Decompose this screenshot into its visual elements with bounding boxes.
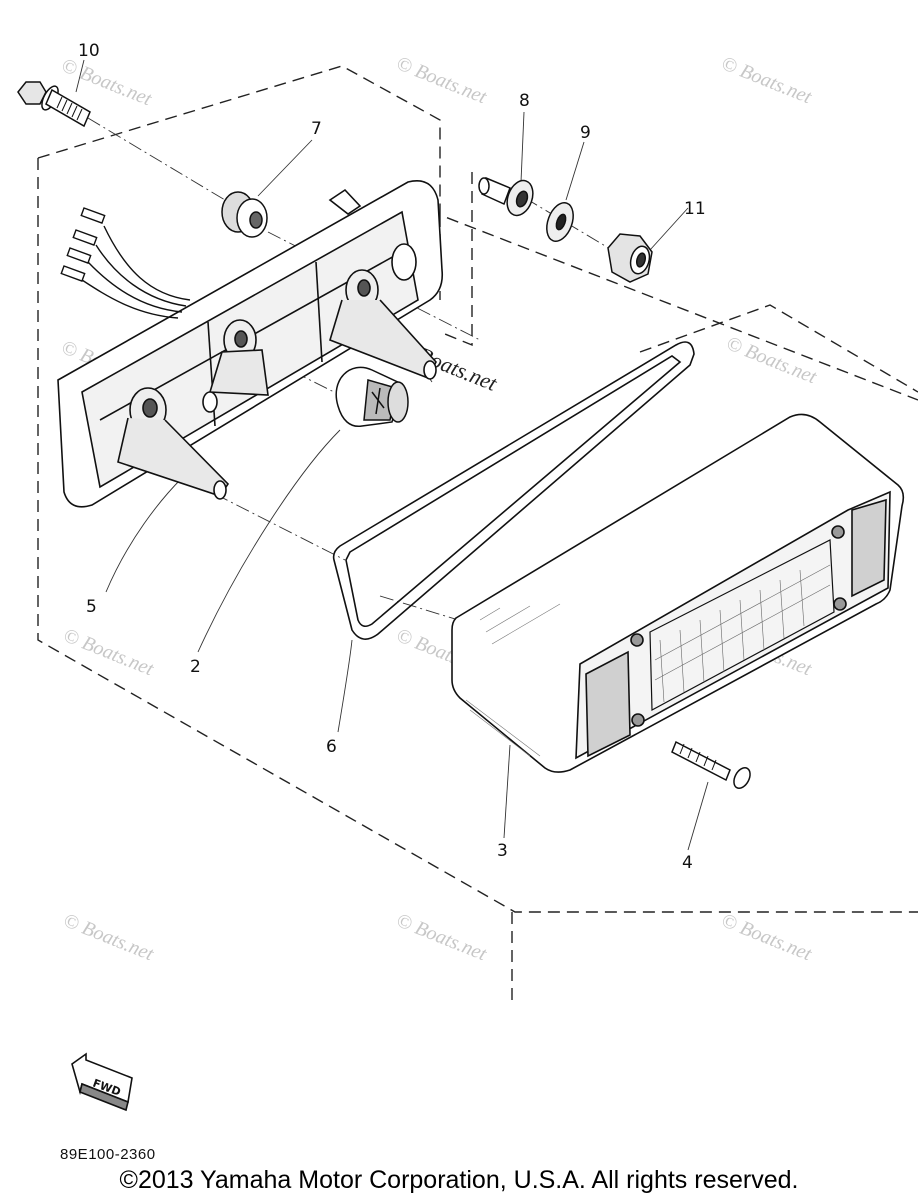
callout-number: 11	[684, 199, 706, 219]
callout-number: 5	[86, 597, 97, 617]
gasket-part-6	[332, 341, 695, 640]
callout-number: 10	[78, 41, 100, 61]
washer-part-9	[546, 202, 574, 242]
copyright-notice: ©2013 Yamaha Motor Corporation, U.S.A. A…	[119, 1166, 799, 1194]
watermark: © Boats.net	[393, 52, 490, 108]
callout-number: 9	[580, 123, 591, 143]
watermark: © Boats.net	[718, 909, 815, 965]
callout-number: 7	[311, 119, 322, 139]
callout-number: 3	[497, 841, 508, 861]
bulb-part-2	[335, 366, 409, 428]
callout-number: 6	[326, 737, 337, 757]
callout-number: 2	[190, 657, 201, 677]
lens-part-3	[451, 413, 905, 773]
callout-number: 8	[519, 91, 530, 111]
screw-part-4	[671, 740, 751, 790]
lamp-base-part-5	[57, 180, 444, 508]
nut-part-11	[607, 233, 653, 283]
watermark: © Boats.net	[718, 52, 815, 108]
wire-harness	[60, 207, 191, 319]
collar-part-8	[478, 176, 534, 217]
watermark: © Boats.net	[60, 624, 157, 680]
watermark: © Boats.net	[723, 332, 820, 388]
callout-layer: 10 7 8 9 11 5 2 6 3 4	[78, 41, 706, 873]
grommet-part-7	[221, 191, 268, 238]
forward-arrow-icon: FWD	[71, 1052, 133, 1112]
callout-number: 4	[682, 853, 693, 873]
diagram-code: 89E100-2360	[60, 1146, 156, 1163]
bolt-part-10	[17, 81, 91, 128]
watermark: © Boats.net	[393, 909, 490, 965]
watermark: © Boats.net	[60, 909, 157, 965]
